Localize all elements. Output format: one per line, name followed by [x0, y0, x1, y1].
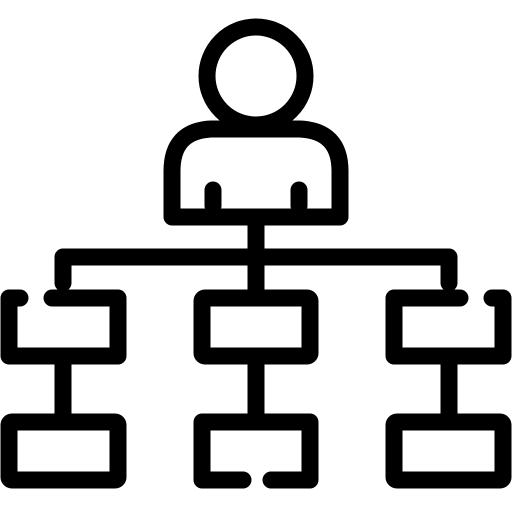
person-head: [198, 18, 314, 134]
middle-row: [0, 289, 512, 365]
box-middle-right: [385, 289, 512, 365]
connector-branch: [54, 248, 458, 292]
box-bottom-right: [385, 413, 512, 489]
box-bottom-center: [193, 413, 319, 489]
box-middle-center: [193, 289, 319, 365]
box-middle-left: [0, 289, 127, 365]
person-body: [163, 120, 349, 226]
bottom-row: [0, 413, 512, 489]
connector-lines: [54, 208, 458, 429]
person-icon: [163, 18, 349, 226]
box-bottom-left: [0, 413, 127, 489]
